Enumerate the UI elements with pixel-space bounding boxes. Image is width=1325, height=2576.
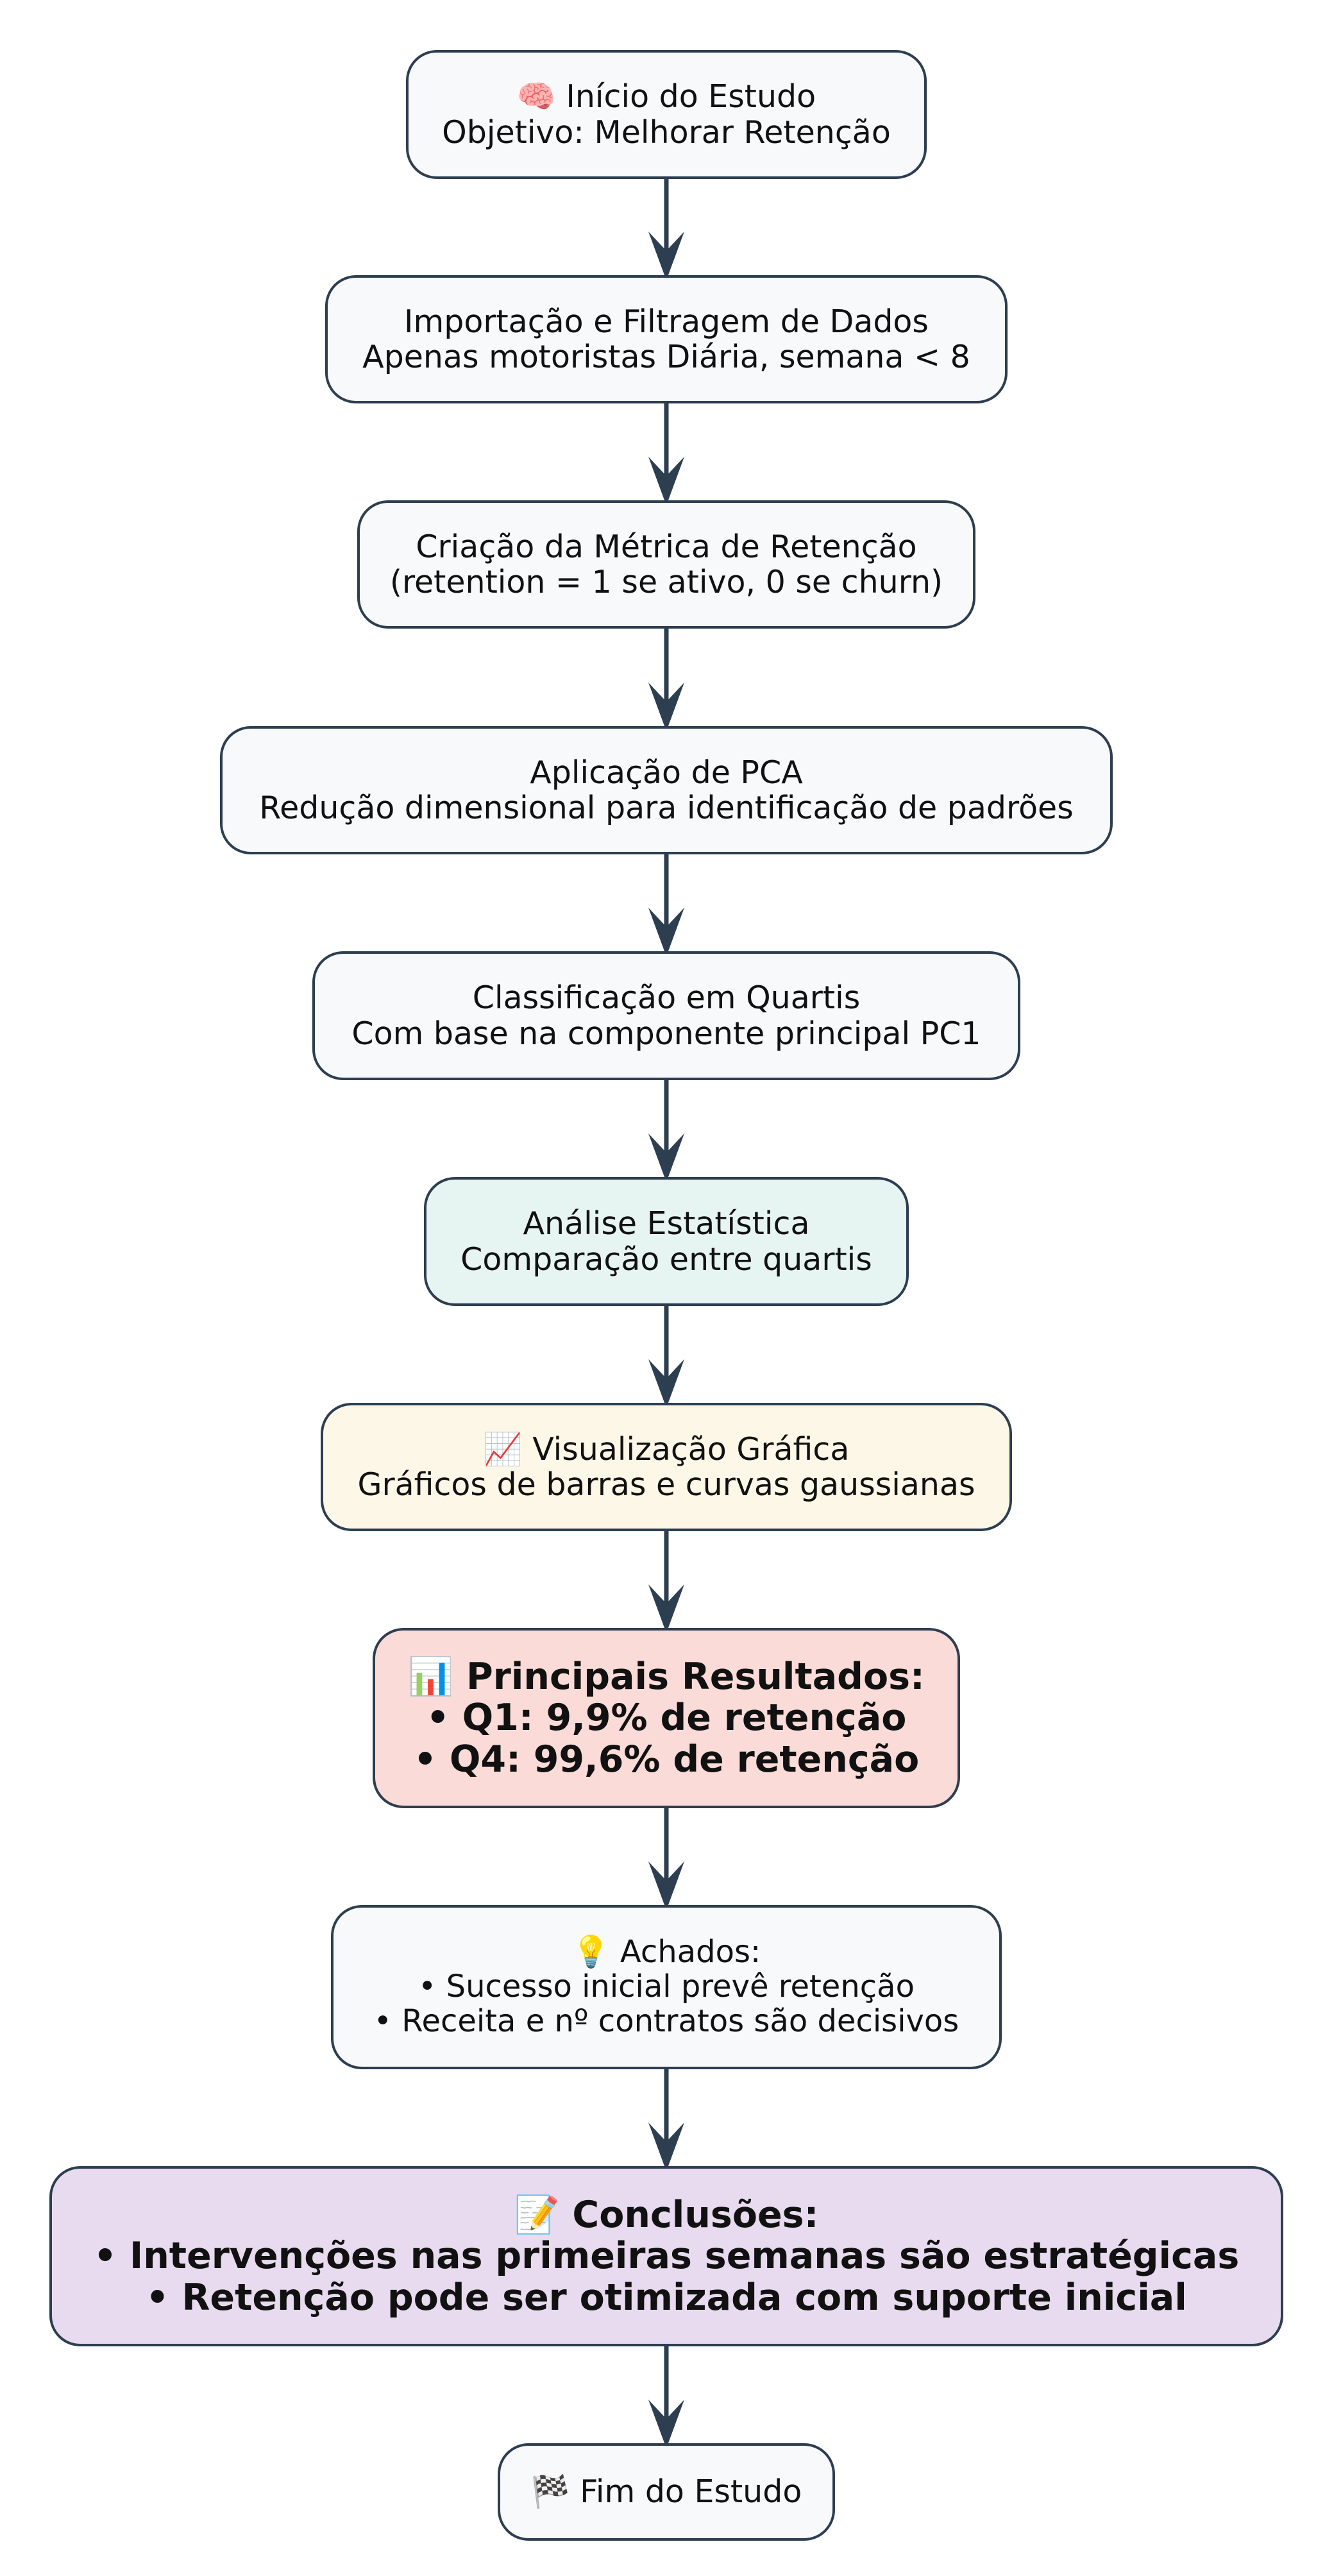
- node-quartiles-line-1: Classificação em Quartis: [472, 979, 861, 1017]
- node-findings-line-1: 💡 Achados:: [571, 1934, 761, 1970]
- node-findings-line-3: • Receita e nº contratos são decisivos: [373, 2003, 959, 2039]
- node-analysis-line-2: Comparação entre quartis: [460, 1241, 872, 1278]
- node-results: 📊 Principais Resultados: • Q1: 9,9% de r…: [373, 1628, 960, 1808]
- node-analysis-line-1: Análise Estatística: [523, 1205, 810, 1242]
- node-quartiles-line-2: Com base na componente principal PC1: [351, 1015, 981, 1052]
- node-metric-line-2: (retention = 1 se ativo, 0 se churn): [389, 564, 943, 600]
- node-end-line-1: 🏁 Fim do Estudo: [530, 2473, 802, 2511]
- node-metric: Criação da Métrica de Retenção (retentio…: [357, 500, 975, 629]
- node-findings: 💡 Achados: • Sucesso inicial prevê reten…: [331, 1905, 1002, 2069]
- node-import-line-2: Apenas motoristas Diária, semana < 8: [362, 339, 970, 375]
- node-visualization-line-1: 📈 Visualização Gráfica: [483, 1430, 850, 1468]
- arrowhead-visualization-results: [648, 1584, 684, 1633]
- node-conclusions: 📝 Conclusões: • Intervenções nas primeir…: [49, 2166, 1283, 2346]
- arrowhead-results-findings: [648, 1861, 684, 1910]
- arrowhead-pca-quartiles: [648, 908, 684, 956]
- node-metric-line-1: Criação da Métrica de Retenção: [416, 528, 917, 565]
- arrowhead-analysis-visualization: [648, 1359, 684, 1408]
- arrowhead-metric-pca: [648, 682, 684, 731]
- node-conclusions-line-1: 📝 Conclusões:: [514, 2193, 819, 2236]
- node-pca-line-2: Redução dimensional para identificação d…: [259, 790, 1074, 826]
- node-conclusions-line-2: • Intervenções nas primeiras semanas são…: [93, 2235, 1240, 2278]
- arrowhead-start-import: [648, 232, 684, 280]
- arrowhead-quartiles-analysis: [648, 1133, 684, 1182]
- node-end: 🏁 Fim do Estudo: [498, 2443, 835, 2541]
- node-pca: Aplicação de PCA Redução dimensional par…: [220, 726, 1113, 854]
- arrowhead-findings-conclusions: [648, 2123, 684, 2171]
- node-results-line-3: • Q4: 99,6% de retenção: [413, 1738, 920, 1781]
- node-import-line-1: Importação e Filtragem de Dados: [404, 303, 929, 340]
- node-results-line-2: • Q1: 9,9% de retenção: [426, 1697, 907, 1740]
- arrowhead-import-metric: [648, 457, 684, 505]
- node-start-line-1: 🧠 Início do Estudo: [516, 78, 816, 115]
- node-conclusions-line-3: • Retenção pode ser otimizada com suport…: [146, 2276, 1187, 2319]
- node-results-line-1: 📊 Principais Resultados:: [408, 1655, 925, 1698]
- node-start-line-2: Objetivo: Melhorar Retenção: [442, 114, 891, 151]
- node-findings-line-2: • Sucesso inicial prevê retenção: [418, 1969, 915, 2005]
- node-quartiles: Classificação em Quartis Com base na com…: [312, 951, 1020, 1080]
- node-pca-line-1: Aplicação de PCA: [530, 754, 803, 791]
- node-visualization-line-2: Gráficos de barras e curvas gaussianas: [357, 1466, 975, 1503]
- node-import: Importação e Filtragem de Dados Apenas m…: [325, 275, 1008, 403]
- arrowhead-conclusions-end: [648, 2400, 684, 2448]
- node-start: 🧠 Início do Estudo Objetivo: Melhorar Re…: [406, 50, 927, 179]
- node-analysis: Análise Estatística Comparação entre qua…: [424, 1177, 909, 1306]
- node-visualization: 📈 Visualização Gráfica Gráficos de barra…: [321, 1403, 1012, 1531]
